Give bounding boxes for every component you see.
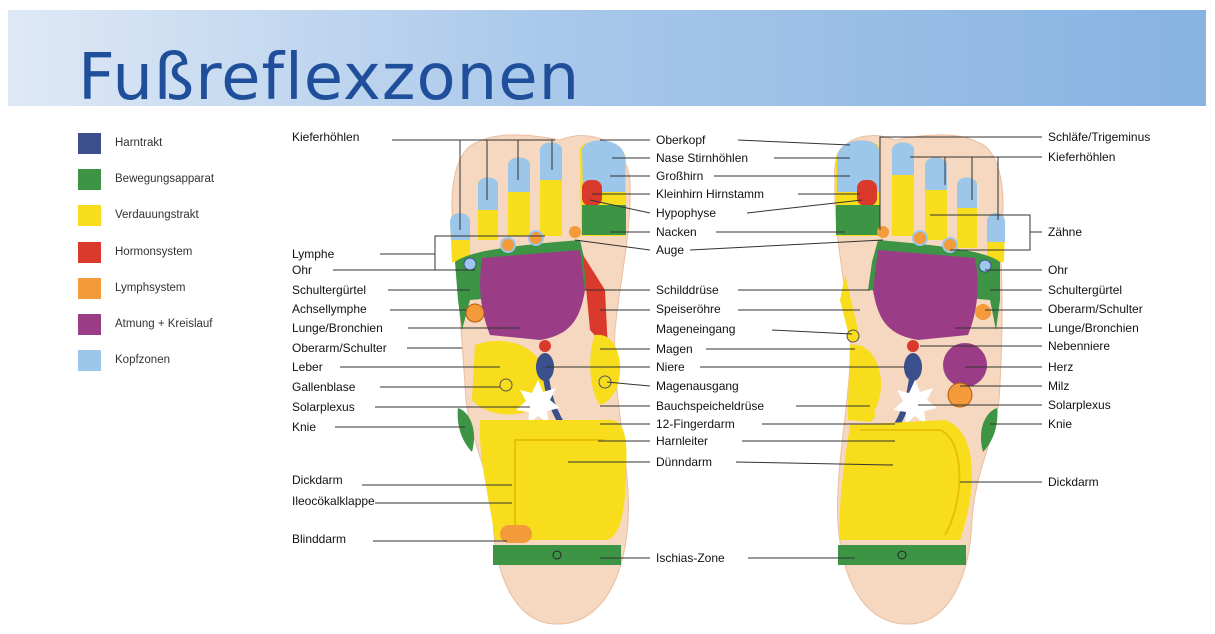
right-foot [835,135,1005,624]
label-lymphe: Lymphe [292,247,335,261]
label-mageneingang: Mageneingang [656,322,735,336]
right-lung [873,250,978,340]
left-ohr [464,258,476,270]
label-grosshirn: Großhirn [656,169,703,183]
label-kieferhoehlen-right: Kieferhöhlen [1048,150,1115,164]
label-knie-left: Knie [292,420,316,434]
label-schilddruese: Schilddrüse [656,283,719,297]
label-knie-right: Knie [1048,417,1072,431]
left-toe-2-top [540,143,562,181]
label-solarplexus-right: Solarplexus [1048,398,1111,412]
left-blinddarm [500,525,532,543]
label-kieferhoehlen-left: Kieferhöhlen [292,130,359,144]
right-herz [943,343,987,387]
leader-mageneingang-r [772,330,852,334]
right-auge-3 [877,226,889,238]
label-bauchspeicheldruese: Bauchspeicheldrüse [656,399,764,413]
label-kleinhirn: Kleinhirn Hirnstamm [656,187,764,201]
label-harnleiter: Harnleiter [656,434,708,448]
labels-right: Schläfe/Trigeminus Kieferhöhlen Zähne Oh… [1048,130,1150,489]
right-nacken-band [836,205,880,235]
label-ischias: Ischias-Zone [656,551,725,565]
left-toe-3-top [508,158,530,193]
left-toe-4-top [478,178,498,211]
label-schultenguertel-left: Schultergürtel [292,283,366,297]
label-schultenguertel-right: Schultergürtel [1048,283,1122,297]
label-milz: Milz [1048,379,1069,393]
right-kleinhirn-zone [857,180,877,206]
label-oberarm-right: Oberarm/Schulter [1048,302,1143,316]
label-ohr-left: Ohr [292,263,312,277]
label-lunge-right: Lunge/Bronchien [1048,321,1139,335]
label-schlaefe: Schläfe/Trigeminus [1048,130,1150,144]
left-foot [450,135,630,624]
label-nebenniere: Nebenniere [1048,339,1110,353]
label-nacken: Nacken [656,225,697,239]
label-auge: Auge [656,243,684,257]
leader-oberkopf-r [738,140,850,145]
label-lunge-left: Lunge/Bronchien [292,321,383,335]
label-duenndarm: Dünndarm [656,455,712,469]
right-toe-4-top [957,178,977,209]
left-nebenniere [539,340,551,352]
label-zaehne: Zähne [1048,225,1082,239]
left-auge-1 [501,238,515,252]
right-toe-3-top [925,158,947,191]
label-dickdarm-left: Dickdarm [292,473,343,487]
label-oberarm-left: Oberarm/Schulter [292,341,387,355]
left-auge-3 [569,226,581,238]
label-solarplexus-left: Solarplexus [292,400,355,414]
labels-left: Kieferhöhlen Lymphe Ohr Schultergürtel A… [292,130,387,546]
right-ischias-zone [838,545,966,565]
label-fingerdarm: 12-Fingerdarm [656,417,735,431]
right-toe-5-top [987,213,1005,242]
label-hypophyse: Hypophyse [656,206,716,220]
left-ischias-zone [493,545,621,565]
label-blinddarm: Blinddarm [292,532,346,546]
label-speiseroehre: Speiseröhre [656,302,721,316]
label-nase: Nase Stirnhöhlen [656,151,748,165]
right-auge-1 [913,231,927,245]
right-oberarm-lymph [975,304,991,320]
left-gallenblase [500,379,512,391]
right-mageneingang [847,330,859,342]
label-leber: Leber [292,360,323,374]
right-toe-2-top [892,143,914,176]
left-auge-2 [529,231,543,245]
label-niere: Niere [656,360,685,374]
left-lung [480,250,585,340]
left-achsellymphe [466,304,484,322]
left-duenndarm [480,420,627,540]
left-nacken-band [582,205,626,235]
label-magen: Magen [656,342,693,356]
label-oberkopf: Oberkopf [656,133,706,147]
right-niere [904,353,922,381]
right-nebenniere [907,340,919,352]
label-dickdarm-right: Dickdarm [1048,475,1099,489]
label-achsellymphe: Achsellymphe [292,302,367,316]
right-milz [948,383,972,407]
label-ohr-right: Ohr [1048,263,1068,277]
label-herz: Herz [1048,360,1073,374]
label-magenausgang: Magenausgang [656,379,739,393]
label-gallenblase: Gallenblase [292,380,356,394]
label-ileo: Ileocökalklappe [292,494,375,508]
